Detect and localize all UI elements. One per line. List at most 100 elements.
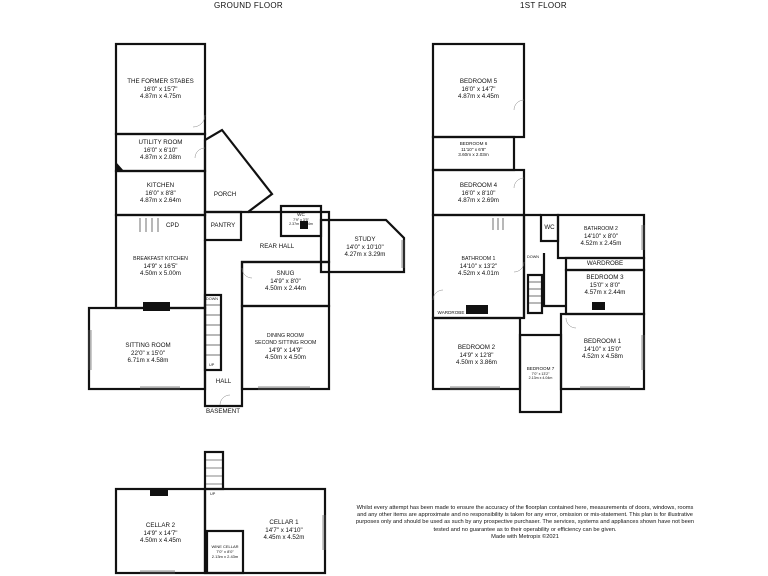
room-metric: 4.45m x 4.52m bbox=[263, 534, 305, 542]
room-name: BEDROOM 2 bbox=[457, 344, 496, 351]
room-name: WARDROBE bbox=[586, 260, 624, 267]
room-bedroom2: BEDROOM 2 14'9" x 12'8" 4.50m x 3.86m bbox=[433, 344, 520, 367]
room-metric: 2.13m x 4.04m bbox=[528, 376, 553, 380]
room-study: STUDY 14'0" x 10'10" 4.27m x 3.29m bbox=[330, 236, 400, 259]
room-metric: 4.50m x 4.50m bbox=[265, 354, 306, 362]
room-name: CELLAR 2 bbox=[145, 522, 176, 529]
ground-stair bbox=[203, 293, 223, 372]
room-rear-hall: REAR HALL bbox=[242, 243, 312, 251]
wine-cellar-wall bbox=[205, 529, 245, 575]
room-imperial: 15'0" x 8'0" bbox=[589, 281, 621, 289]
ground-floor-title: GROUND FLOOR bbox=[214, 1, 283, 10]
room-imperial: 14'9" x 16'5" bbox=[143, 262, 178, 270]
room-imperial: 14'10" x 13'2" bbox=[459, 262, 498, 270]
room-imperial: 22'0" x 15'0" bbox=[131, 349, 165, 357]
room-imperial: 14'0" x 10'10" bbox=[346, 243, 384, 251]
room-name: THE FORMER STABES bbox=[127, 78, 194, 85]
chimney-utility bbox=[116, 162, 124, 171]
room-metric: 4.27m x 3.29m bbox=[344, 251, 386, 259]
room-imperial: 11'10" x 6'8" bbox=[461, 146, 486, 152]
room-metric: 4.87m x 2.64m bbox=[140, 197, 181, 205]
room-metric: 4.87m x 2.08m bbox=[140, 154, 181, 162]
room-breakfast-kitchen: BREAKFAST KITCHEN 14'9" x 16'5" 4.50m x … bbox=[116, 256, 205, 278]
room-name: DINING ROOM/ bbox=[266, 333, 305, 339]
room-bedroom5: BEDROOM 5 16'0" x 14'7" 4.87m x 4.45m bbox=[433, 78, 524, 101]
central-walls bbox=[203, 210, 331, 408]
room-name: PORCH bbox=[213, 191, 237, 198]
room-imperial: 14'9" x 12'8" bbox=[459, 351, 494, 359]
landing-walls bbox=[522, 213, 566, 318]
room-metric: 4.50m x 5.00m bbox=[140, 270, 181, 278]
room-name: PANTRY bbox=[210, 222, 236, 229]
room-name: REAR HALL bbox=[259, 243, 295, 250]
disclaimer-credit: Made with Metropix ©2021 bbox=[491, 533, 559, 540]
room-metric: 3.60m x 2.03m bbox=[458, 152, 489, 158]
first-stair bbox=[526, 273, 544, 315]
room-name: BATHROOM 1 bbox=[461, 256, 496, 262]
room-utility: UTILITY ROOM 16'0" x 6'10" 4.87m x 2.08m bbox=[116, 139, 205, 162]
room-name: UTILITY ROOM bbox=[138, 139, 183, 146]
room-name: BEDROOM 3 bbox=[586, 274, 624, 281]
room-imperial: 16'0" x 8'8" bbox=[145, 189, 176, 197]
room-imperial: 7'0" x 8'0" bbox=[216, 549, 234, 554]
room-wc-first: WC bbox=[541, 224, 558, 232]
chimney-bedroom3 bbox=[592, 302, 605, 310]
room-name: CPD bbox=[165, 222, 180, 229]
room-name: BATHROOM 2 bbox=[584, 226, 618, 232]
room-dining: DINING ROOM/ SECOND SITTING ROOM 14'9" x… bbox=[242, 333, 329, 362]
room-bedroom1: BEDROOM 1 14'10" x 15'0" 4.52m x 4.58m bbox=[561, 338, 644, 361]
room-imperial: 14'9" x 14'9" bbox=[268, 346, 303, 354]
room-name: HALL bbox=[215, 378, 232, 385]
room-imperial: 16'0" x 8'10" bbox=[461, 189, 496, 197]
disclaimer: Whilst every attempt has been made to en… bbox=[355, 505, 695, 541]
room-imperial: 14'10" x 8'0" bbox=[584, 232, 618, 240]
room-kitchen: KITCHEN 16'0" x 8'8" 4.87m x 2.64m bbox=[116, 182, 205, 205]
room-bedroom7: BEDROOM 7 7'0" x 13'2" 2.13m x 4.04m bbox=[520, 366, 561, 380]
room-name-2: SECOND SITTING ROOM bbox=[254, 339, 317, 346]
room-metric: 4.57m x 2.44m bbox=[584, 289, 626, 297]
room-bathroom2: BATHROOM 2 14'10" x 8'0" 4.52m x 2.45m bbox=[558, 226, 644, 248]
room-imperial: 14'7" x 14'10" bbox=[265, 526, 303, 534]
chimney-study bbox=[300, 221, 308, 229]
room-bedroom3: BEDROOM 3 15'0" x 8'0" 4.57m x 2.44m bbox=[566, 274, 644, 297]
room-metric: 4.87m x 4.45m bbox=[458, 93, 499, 101]
room-porch: PORCH bbox=[196, 191, 254, 199]
room-name: WARDROBE bbox=[437, 310, 465, 315]
room-imperial: 14'9" x 14'7" bbox=[143, 529, 178, 537]
porch-wall bbox=[203, 128, 274, 214]
room-name: SNUG bbox=[276, 270, 295, 277]
room-snug: SNUG 14'9" x 8'0" 4.50m x 2.44m bbox=[242, 270, 329, 293]
room-name: BEDROOM 6 bbox=[459, 141, 488, 146]
chimney-breakfast bbox=[143, 302, 170, 311]
room-wardrobe-right: WARDROBE bbox=[566, 260, 644, 268]
room-metric: 4.50m x 3.86m bbox=[456, 359, 497, 367]
chimney-bathroom1 bbox=[466, 305, 488, 314]
room-name: STUDY bbox=[354, 236, 376, 243]
cellar-stair-up-label: UP bbox=[210, 492, 216, 496]
room-imperial: 7'9" x 3'5" bbox=[293, 217, 309, 222]
room-wine-cellar: WINE CELLAR 7'0" x 8'0" 2.13m x 2.43m bbox=[207, 544, 243, 559]
room-metric: 4.52m x 2.45m bbox=[580, 240, 622, 248]
room-cellar1: CELLAR 1 14'7" x 14'10" 4.45m x 4.52m bbox=[245, 519, 323, 542]
room-cpd: CPD bbox=[160, 222, 185, 230]
room-metric: 4.52m x 4.01m bbox=[458, 270, 499, 278]
cellar-stair bbox=[203, 450, 225, 491]
room-metric: 2.13m x 2.43m bbox=[211, 554, 239, 559]
room-name: BEDROOM 7 bbox=[526, 366, 555, 371]
room-name: BREAKFAST KITCHEN bbox=[133, 256, 188, 262]
room-name: WC bbox=[297, 212, 305, 217]
first-floor-title: 1ST FLOOR bbox=[520, 1, 568, 10]
room-imperial: 16'0" x 14'7" bbox=[461, 85, 496, 93]
disclaimer-text: Whilst every attempt has been made to en… bbox=[355, 505, 695, 533]
room-metric: 4.87m x 4.75m bbox=[140, 93, 181, 101]
room-metric: 6.71m x 4.58m bbox=[127, 357, 169, 365]
room-metric: 2.37m x 1.04m bbox=[289, 222, 313, 226]
room-name: BEDROOM 5 bbox=[459, 78, 498, 85]
room-imperial: 7'0" x 13'2" bbox=[531, 371, 550, 376]
room-name: WINE CELLAR bbox=[211, 544, 239, 549]
room-name: SITTING ROOM bbox=[125, 342, 171, 349]
room-metric: 4.87m x 2.69m bbox=[458, 197, 499, 205]
room-name: BEDROOM 4 bbox=[459, 182, 498, 189]
room-pantry: PANTRY bbox=[205, 222, 241, 230]
room-basement: BASEMENT bbox=[197, 408, 249, 416]
